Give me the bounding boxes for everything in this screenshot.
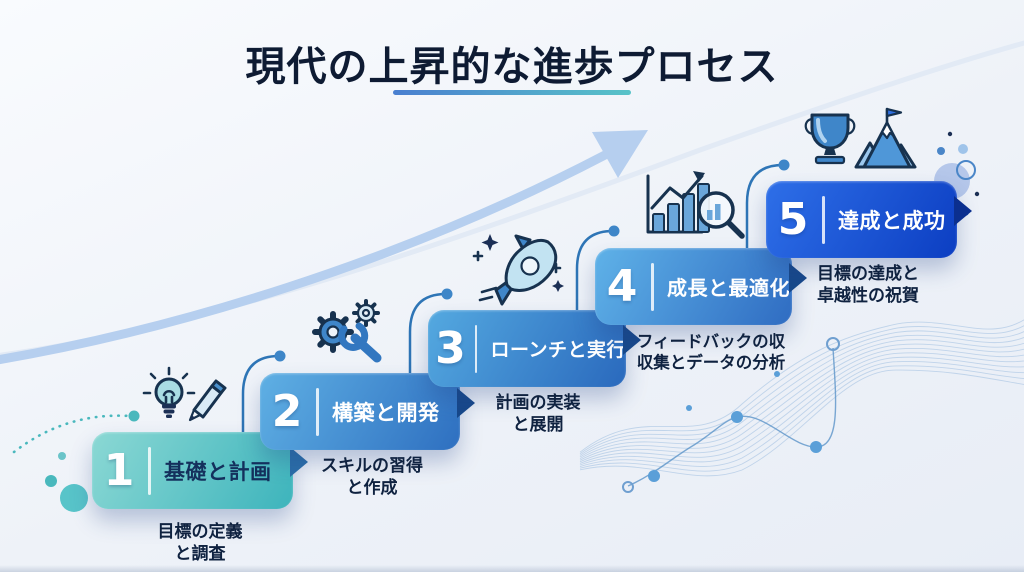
teal-dot <box>128 410 140 422</box>
step-divider <box>316 387 319 436</box>
gears-wrench-icon <box>312 299 382 363</box>
step-5-card: 5 達成と成功 <box>766 181 972 258</box>
step-label: ローンチと実行 <box>490 339 626 361</box>
step-caption-line1: フィードバックの収 <box>636 332 786 351</box>
step-number: 4 <box>606 260 638 312</box>
connector-arc-step2 <box>241 354 280 444</box>
network-dot <box>810 441 822 453</box>
step-number: 3 <box>435 322 466 374</box>
step-4-caption: フィードバックの収 収集とデータの分析 <box>606 331 816 374</box>
step-caption-line2: と展開 <box>512 415 564 436</box>
teal-circle-small <box>58 452 66 460</box>
step-1-caption: 目標の定義 と調査 <box>110 521 290 565</box>
network-dot <box>648 470 660 482</box>
step-divider <box>651 262 654 311</box>
connector-dot-step4 <box>608 225 620 237</box>
network-dot-small <box>686 405 692 411</box>
step-label: 達成と成功 <box>838 208 946 233</box>
step-caption-line1: 計画の実装 <box>495 393 581 413</box>
blue-dot <box>937 147 945 155</box>
step-caption-line2: と調査 <box>174 544 226 565</box>
connector-dot-step5 <box>778 159 790 171</box>
dotted-arc <box>12 414 132 454</box>
step-1-card: 1 基礎と計画 <box>92 432 308 509</box>
step-4-card: 4 成長と最適化 <box>595 248 807 325</box>
step-label: 構築と開発 <box>332 400 440 425</box>
step-caption-line1: 目標の達成と <box>817 264 919 284</box>
step-number: 5 <box>777 193 809 245</box>
connector-arc-step3 <box>408 292 447 382</box>
rocket-icon <box>472 234 564 306</box>
network-dot-small <box>774 371 780 377</box>
step-caption-line1: 目標の定義 <box>157 522 243 542</box>
chart-magnifier-icon <box>646 171 745 239</box>
step-number: 1 <box>103 444 135 496</box>
title-underline <box>393 90 631 95</box>
lightbulb-pencil-icon <box>142 366 227 422</box>
connector-arc-step4 <box>575 229 614 319</box>
connector-dot-step3 <box>441 288 453 300</box>
wave-mesh <box>579 319 1024 477</box>
step-caption-line1: スキルの習得 <box>321 456 423 476</box>
connector-dot-step2 <box>274 350 286 362</box>
page-title: 現代の上昇的な進歩プロセス <box>245 44 779 90</box>
network-ring <box>622 481 634 493</box>
step-number: 2 <box>271 385 303 437</box>
step-5-caption: 目標の達成と 卓越性の祝賀 <box>778 263 958 307</box>
step-3-card: 3 ローンチと実行 <box>428 310 641 387</box>
ascending-arrow-shaft <box>0 150 610 365</box>
step-divider <box>822 195 825 244</box>
teal-circle-medium <box>45 475 57 487</box>
step-caption-line2: 収集とデータの分析 <box>636 353 786 373</box>
teal-circle-large <box>60 484 88 512</box>
step-divider <box>148 446 151 495</box>
step-caption-line2: と作成 <box>346 478 398 499</box>
step-3-caption: 計画の実装 と展開 <box>448 392 628 436</box>
outline-circle <box>956 160 976 180</box>
step-2-caption: スキルの習得 と作成 <box>282 455 462 499</box>
light-blue-dot <box>958 144 968 154</box>
step-2-card: 2 構築と開発 <box>260 373 475 450</box>
trophy-mountain-icon <box>804 107 917 169</box>
network-dot <box>731 411 743 423</box>
network-ring <box>826 337 840 351</box>
step-label: 基礎と計画 <box>164 459 272 484</box>
step-caption-line2: 卓越性の祝賀 <box>817 286 919 307</box>
connector-arc-step5 <box>745 163 784 253</box>
tiny-dot <box>947 131 953 137</box>
ascending-arrow-head <box>592 130 648 178</box>
step-label: 成長と最適化 <box>667 276 790 300</box>
network-curve <box>627 347 837 487</box>
tiny-dot <box>974 191 980 197</box>
step-divider <box>474 324 478 373</box>
